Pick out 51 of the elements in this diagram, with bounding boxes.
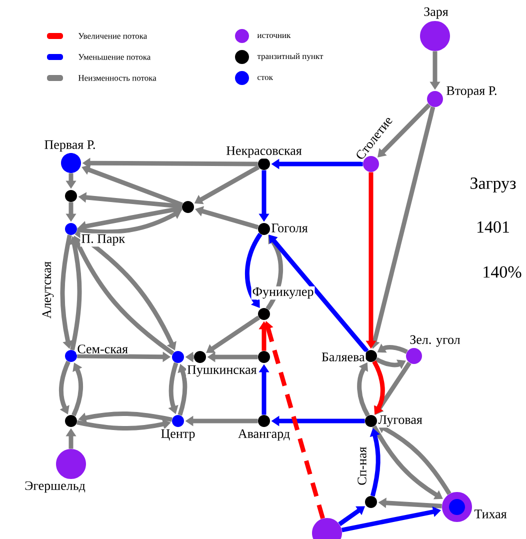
station-node [258,158,270,170]
station-node [258,415,270,427]
legend-text: источник [257,34,291,38]
station-node [258,308,270,320]
station-node: Первая Р. [43,139,97,153]
station-node: Сем-ская [76,344,129,354]
station-node: Заря [422,6,450,20]
station-node: Авангард [236,428,292,442]
station-node: Зел. угол [408,334,462,348]
station-node: Вторая Р. [445,85,498,99]
station-node [406,348,422,364]
arrow [268,234,369,353]
station-node: Гоголя [270,222,309,234]
legend-text: сток [258,76,273,80]
junction-dot [365,496,377,508]
street-label: Алеутская [42,262,54,319]
station-node [365,415,377,427]
station-node [365,350,377,362]
street-label: 140% [484,266,522,278]
junction-dot [172,351,184,363]
station-node: Пушкинская [186,364,258,378]
station-node [172,415,184,427]
legend-text: Уменьшение потока [78,54,151,60]
street-label: Сп-ная [358,446,366,485]
station-node [420,21,450,51]
station-node [61,153,81,173]
station-node: Луговая [377,414,424,428]
station-node [65,350,77,362]
street-label: Загруз [470,178,516,192]
station-node: Тихая [473,508,508,520]
junction-dot [182,201,194,213]
station-node: Баляева [320,352,366,362]
station-node: Эгершельд [24,480,86,494]
junction-dot [65,190,77,202]
station-node: Центр [160,428,196,442]
junction-dot [65,415,77,427]
station-node [194,351,206,363]
station-node: П. Парк [80,233,126,247]
junction-dot [258,351,270,363]
street-label: 1401 [477,221,509,233]
station-node: Некрасовская [225,145,303,159]
legend-text: Увеличение потока [78,33,148,39]
arrow [378,103,431,158]
legend-text: Неизменность потока [78,75,156,81]
station-node [258,223,270,235]
station-node [427,91,443,107]
station-node [65,223,77,235]
station-node: Фуникулер [251,286,315,300]
station-node [442,492,472,522]
legend-text: транзитный пункт [257,53,324,61]
station-node [56,449,86,479]
